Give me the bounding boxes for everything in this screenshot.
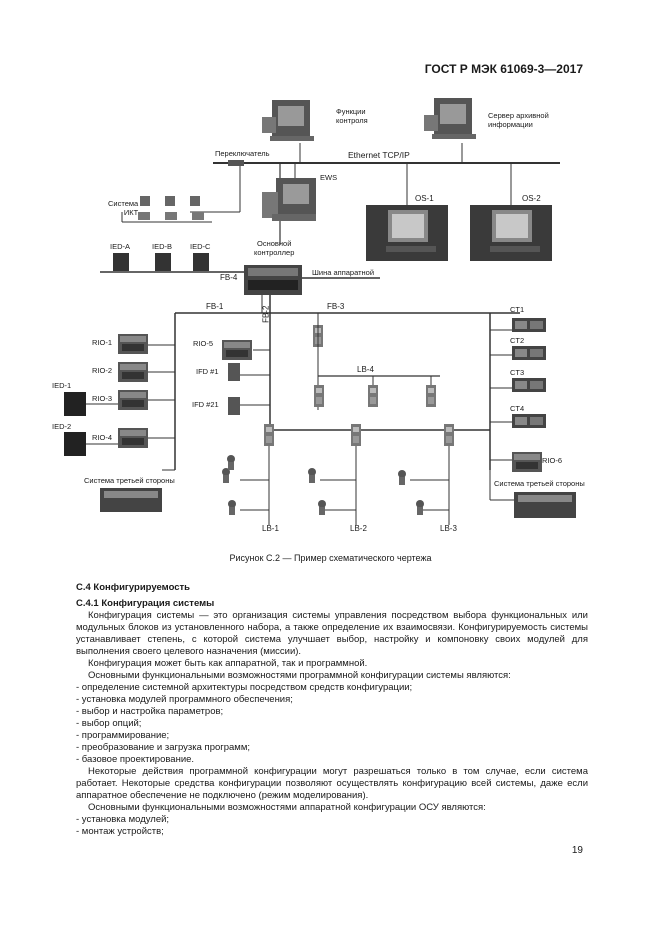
ict-devices-icon [138,196,204,220]
field-instrument-icon [318,500,326,515]
label-archive-server: Сервер архивной информации [488,111,549,129]
page-number: 19 [571,845,583,856]
document-standard-header: ГОСТ Р МЭК 61069-3—2017 [424,62,583,76]
label-ews: EWS [320,173,338,182]
switch-icon [228,160,244,166]
label-ct3: CT3 [510,368,525,377]
list-item: - выбор и настройка параметров; [76,706,224,717]
label-ict: Система ИКТ [108,199,139,217]
func-control-workstation-icon [262,100,314,141]
os2-workstation-icon [470,205,552,261]
list-item: - определение системной архитектуры поср… [76,682,413,693]
third-party-system-left-icon [100,488,162,512]
paragraph-2: Конфигурация может быть как аппаратной, … [88,658,368,669]
list-item: - выбор опций; [76,718,142,729]
list-item: - базовое проектирование. [76,754,195,765]
label-hw-bus: Шина аппаратной [312,268,375,277]
label-ethernet: Ethernet TCP/IP [348,150,410,160]
label-os1: OS-1 [415,194,434,203]
lb4-device-2-icon [368,385,378,407]
ied-b-icon [155,253,171,271]
field-instrument-icon [222,468,230,483]
field-instrument-icon [227,455,235,470]
rio3-icon [118,390,148,410]
field-instrument-icon [228,500,236,515]
label-ied-c: IED-C [190,242,211,251]
subsection-heading: С.4.1 Конфигурация системы [76,598,215,609]
figure-caption: Рисунок С.2 — Пример схематического черт… [229,553,432,563]
section-heading: С.4 Конфигурируемость [76,582,191,593]
label-rio2: RIO-2 [92,366,113,375]
ifd1-icon [228,363,240,381]
rio4-icon [118,428,148,448]
ct4-icon [512,414,546,428]
label-fb4: FB-4 [220,273,238,282]
paragraph-3: Основными функциональными возможностями … [88,670,511,681]
label-fb2: FB-2 [261,305,271,323]
third-party-system-right-icon [514,492,576,518]
lb2-coupler-icon [351,424,361,446]
label-third-party-right: Система третьей стороны [494,479,585,488]
ied-c-icon [193,253,209,271]
field-instrument-icon [398,470,406,485]
label-rio1: RIO-1 [92,338,113,347]
paragraph-1: Конфигурация системы — это организация с… [76,610,588,657]
label-fb1: FB-1 [206,302,224,311]
label-lb1: LB-1 [262,524,279,533]
label-os2: OS-2 [522,194,541,203]
lb1-coupler-icon [264,424,274,446]
rio5-icon [222,340,252,360]
label-lb2: LB-2 [350,524,367,533]
rio2-icon [118,362,148,382]
label-ifd21: IFD #21 [192,400,219,409]
lb3-coupler-icon [444,424,454,446]
label-lb4: LB-4 [357,365,374,374]
rio6-icon [512,452,542,472]
ct3-icon [512,378,546,392]
label-ifd1: IFD #1 [196,367,219,376]
list-item: - монтаж устройств; [76,826,164,837]
label-rio4: RIO-4 [92,433,113,442]
lb4-device-1-icon [314,385,324,407]
lb4-device-3-icon [426,385,436,407]
label-ied2: IED-2 [52,422,72,431]
label-ct2: CT2 [510,336,525,345]
label-ied-b: IED-B [152,242,173,251]
os1-workstation-icon [366,205,448,261]
label-rio5: RIO-5 [193,339,214,348]
label-rio3: RIO-3 [92,394,113,403]
label-ied-a: IED-A [110,242,131,251]
ied2-icon [64,432,86,456]
list-item: - преобразование и загрузка программ; [76,742,250,753]
label-ct1: CT1 [510,305,525,314]
schematic-diagram [64,98,576,525]
list-item: - установка модулей; [76,814,170,825]
paragraph-4: Некоторые действия программной конфигура… [76,766,588,801]
label-fb3: FB-3 [327,302,345,311]
field-instrument-icon [308,468,316,483]
label-func-control: Функции контроля [336,107,368,125]
main-controller-icon [244,265,302,295]
list-item: - программирование; [76,730,170,741]
rio1-icon [118,334,148,354]
label-rio6: RIO-6 [542,456,563,465]
label-ied1: IED-1 [52,381,72,390]
archive-server-workstation-icon [424,98,476,139]
label-ct4: CT4 [510,404,525,413]
ied1-icon [64,392,86,416]
ct2-icon [512,346,546,360]
label-third-party-left: Система третьей стороны [84,476,175,485]
label-main-controller: Основной контроллер [254,239,295,257]
list-item: - установка модулей программного обеспеч… [76,694,293,705]
field-instrument-icon [416,500,424,515]
ifd21-icon [228,397,240,415]
ied-a-icon [113,253,129,271]
label-lb3: LB-3 [440,524,457,533]
ct1-icon [512,318,546,332]
label-switch: Переключатель [215,149,270,158]
paragraph-5: Основными функциональными возможностями … [88,802,486,813]
ews-workstation-icon [262,178,316,221]
